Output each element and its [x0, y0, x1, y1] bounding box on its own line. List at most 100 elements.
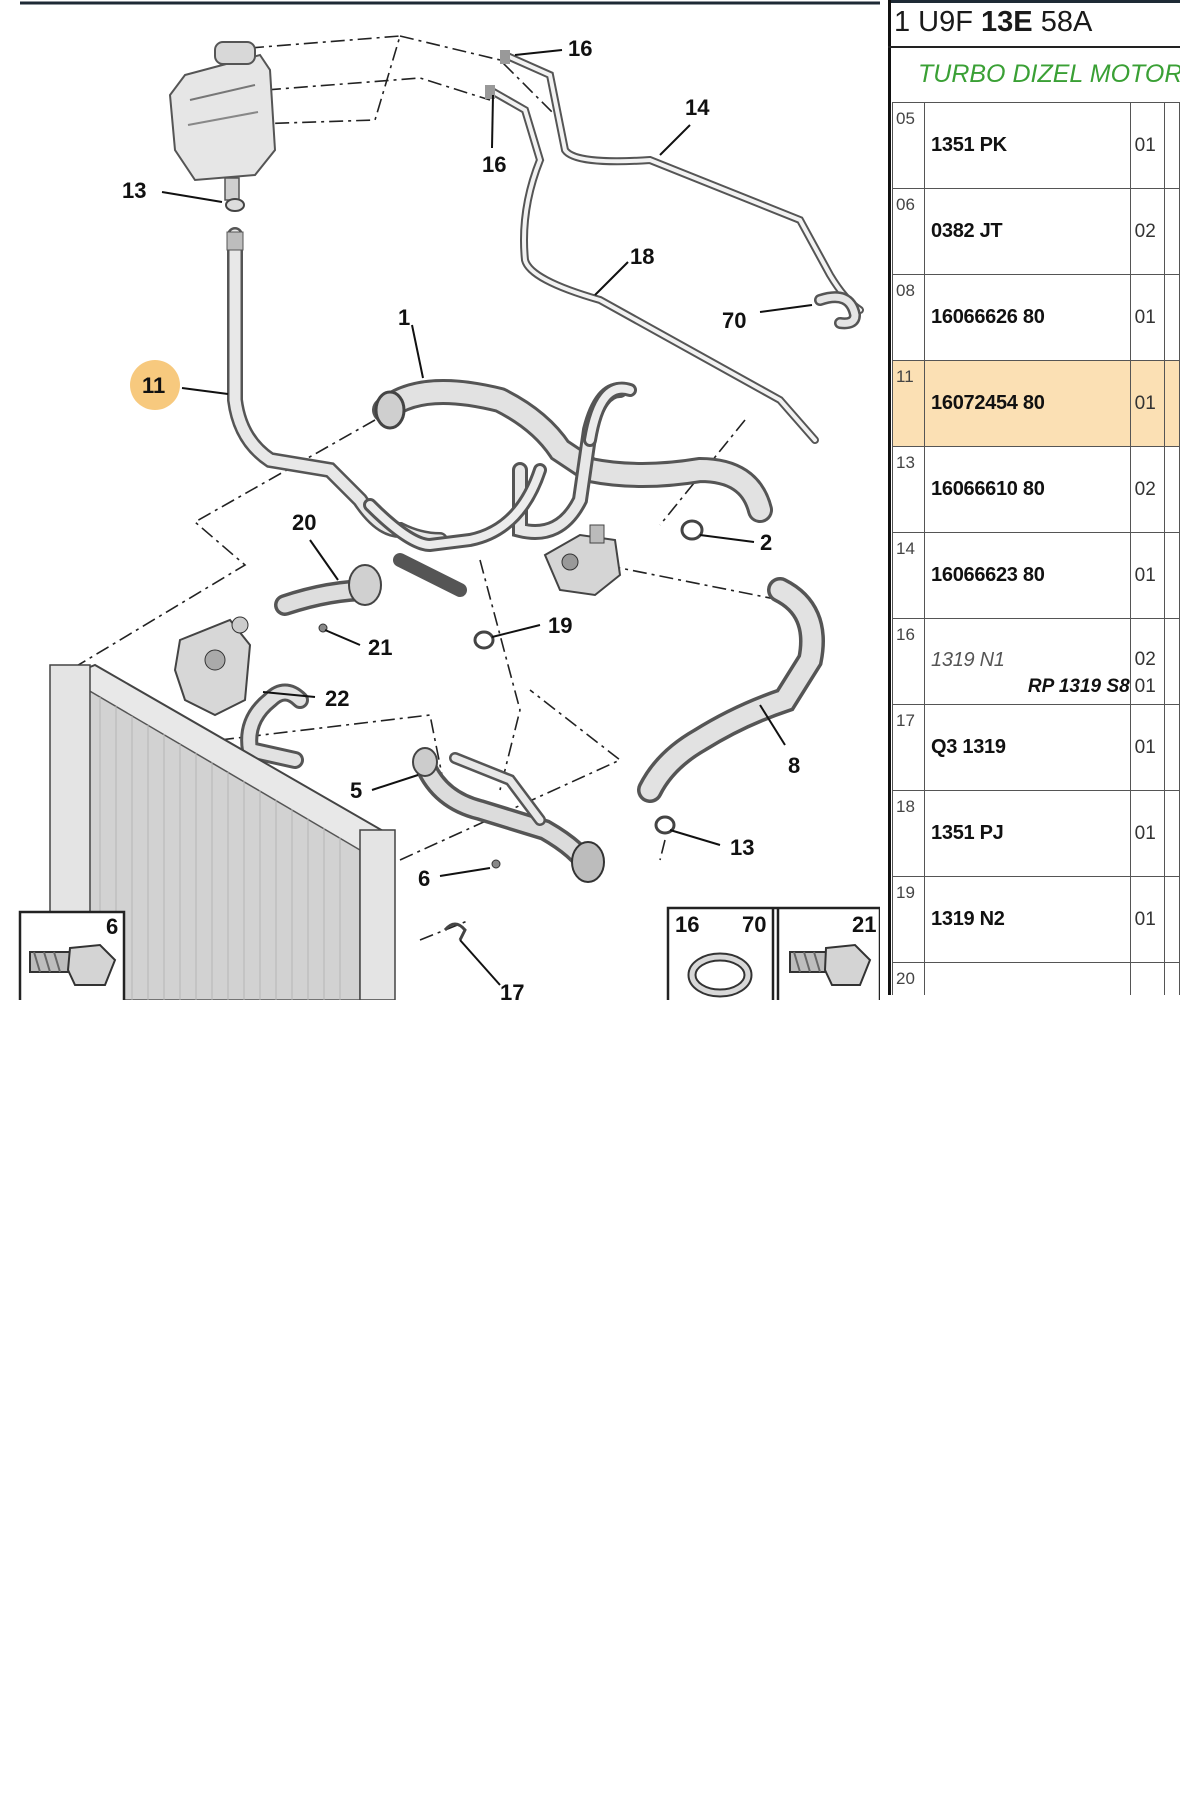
hose-1 [363, 379, 773, 553]
callout-14: 14 [685, 95, 710, 120]
hose-8 [637, 577, 825, 803]
callout-13-bottom: 13 [730, 835, 754, 860]
part-reference-cell: 1351 PK [924, 102, 1131, 189]
panel-header-rule [888, 46, 1180, 48]
thermostat-housing [543, 524, 622, 597]
table-row[interactable]: 17 Q3 1319 01 [891, 704, 1180, 791]
row-index: 17 [896, 711, 915, 730]
callout-1: 1 [398, 305, 410, 330]
quantity-cell [1129, 962, 1166, 995]
clamp-2 [680, 519, 704, 541]
quantity: 02 [1134, 478, 1156, 500]
part-reference-cell: 16072454 80 [924, 360, 1131, 447]
quantity-cell: 02 [1129, 188, 1166, 275]
row-index: 18 [896, 797, 915, 816]
callout-18: 18 [630, 244, 654, 269]
callout-11: 11 [142, 373, 165, 398]
row-index-cell: 20 [891, 962, 926, 995]
quantity: 02 [1134, 220, 1156, 242]
callout-5: 5 [350, 778, 362, 803]
row-index: 05 [896, 109, 915, 128]
truncated-cell [1164, 102, 1180, 189]
quantity: 01 [1134, 392, 1156, 414]
part-reference-cell: 16066626 80 [924, 274, 1131, 361]
row-index-cell: 05 [891, 102, 926, 189]
callout-17: 17 [500, 980, 524, 1000]
detail-box-70-label: 70 [742, 912, 766, 937]
bolt-6-small [491, 859, 501, 869]
bolt-icon [29, 943, 117, 986]
callout-16-top: 16 [568, 36, 592, 61]
quantity: 02 [1134, 649, 1156, 670]
truncated-cell [1164, 188, 1180, 275]
part-reference-cell: 1319 N2 [924, 876, 1131, 963]
part-reference: 1351 PJ [931, 822, 1004, 844]
row-index-cell: 08 [891, 274, 926, 361]
callout-6: 6 [418, 866, 430, 891]
truncated-cell [1164, 618, 1180, 705]
clamp-19 [473, 630, 495, 650]
hose-clamp-icon [687, 952, 753, 998]
expansion-tank [168, 41, 277, 201]
callout-labels: 16 16 14 13 18 70 1 11 2 20 21 19 22 8 5… [122, 36, 800, 1000]
catalog-code-bold: 13E [981, 6, 1033, 38]
pipe-20 [274, 564, 382, 616]
callout-70: 70 [722, 308, 746, 333]
quantity-cell: 01 [1129, 532, 1166, 619]
table-row[interactable]: 06 0382 JT 02 [891, 188, 1180, 275]
radiator [49, 663, 396, 1000]
truncated-cell [1164, 962, 1180, 995]
quantity-cell: 01 [1129, 102, 1166, 189]
row-index: 06 [896, 195, 915, 214]
parts-exploded-diagram: 16 16 14 13 18 70 1 11 2 20 21 19 22 8 5… [18, 1, 880, 1000]
row-index-cell: 17 [891, 704, 926, 791]
part-reference-cell: 16066610 80 [924, 446, 1131, 533]
part-reference: 1319 N1 [931, 649, 1005, 671]
part-reference: 16066626 80 [931, 306, 1045, 328]
part-reference-cell: 16066623 80 [924, 532, 1131, 619]
quantity-cell: 01 [1129, 704, 1166, 791]
callout-20: 20 [292, 510, 316, 535]
row-index: 20 [896, 969, 915, 988]
panel-divider [888, 0, 891, 995]
quantity: 01 [1134, 908, 1156, 930]
hose-22 [240, 683, 309, 769]
part-reference: 0382 JT [931, 220, 1003, 242]
quantity: 01 [1134, 134, 1156, 156]
table-row[interactable]: 20 [891, 962, 1180, 995]
hose-70 [814, 291, 862, 330]
part-reference: Q3 1319 [931, 736, 1006, 758]
clamp-13-lower [654, 815, 676, 835]
detail-box-6-label: 6 [106, 914, 118, 939]
part-reference [925, 994, 931, 995]
part-reference: 1319 N2 [931, 908, 1005, 930]
truncated-cell [1164, 790, 1180, 877]
row-index-cell: 16 [891, 618, 926, 705]
quantity-cell: 02 [1129, 446, 1166, 533]
pipe-5 [412, 747, 605, 883]
leader-lines [161, 49, 813, 986]
row-index-cell: 14 [891, 532, 926, 619]
truncated-cell [1164, 876, 1180, 963]
row-index: 14 [896, 539, 915, 558]
highlight-marker-11 [130, 360, 180, 410]
table-row[interactable]: 19 1319 N2 01 [891, 876, 1180, 963]
part-reference-cell: 0382 JT [924, 188, 1131, 275]
screw-icon [789, 943, 872, 986]
row-index: 11 [896, 367, 914, 386]
part-reference-cell: Q3 1319 [924, 704, 1131, 791]
row-index: 19 [896, 883, 915, 902]
row-index-cell: 13 [891, 446, 926, 533]
quantity-cell: 01 [1129, 876, 1166, 963]
